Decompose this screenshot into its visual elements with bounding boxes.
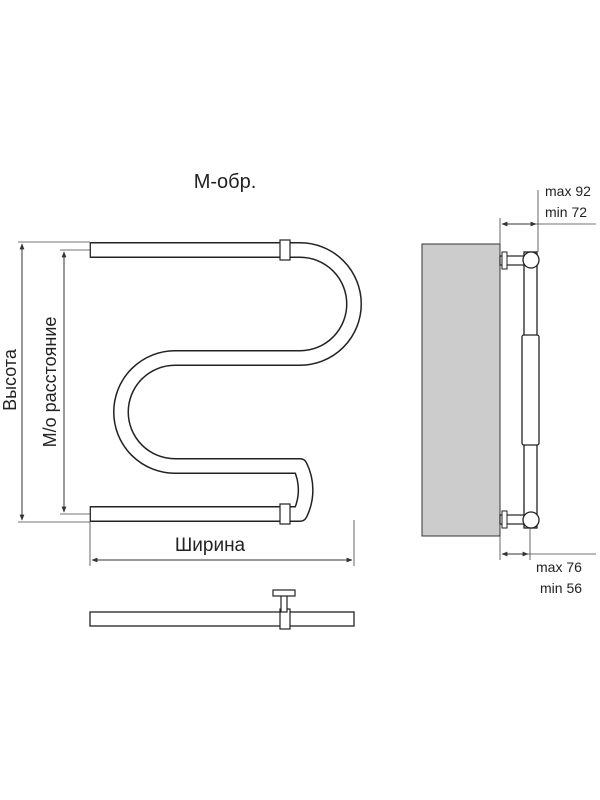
bottom-offset-min: min 56 <box>540 580 582 596</box>
height-dimension <box>18 241 90 523</box>
top-offset-dimension <box>499 190 596 252</box>
top-offset-max: max 92 <box>545 183 591 199</box>
bottom-offset-dimension <box>499 528 596 560</box>
top-coupling <box>279 239 291 261</box>
rail-front-view <box>89 239 362 525</box>
bottom-coupling <box>279 503 291 525</box>
wall <box>421 243 501 537</box>
center-distance-dimension <box>60 249 90 515</box>
rail-side-view <box>499 251 540 529</box>
height-label: Высота <box>0 348 20 411</box>
top-offset-min: min 72 <box>545 204 587 220</box>
bottom-offset-max: max 76 <box>536 559 582 575</box>
center-distance-label: М/о расстояние <box>40 317 60 448</box>
rail-top-view <box>89 589 355 630</box>
wall-side-view <box>421 243 501 537</box>
width-dimension <box>89 520 355 566</box>
diagram-title: М-обр. <box>194 171 257 193</box>
width-label: Ширина <box>175 535 246 556</box>
